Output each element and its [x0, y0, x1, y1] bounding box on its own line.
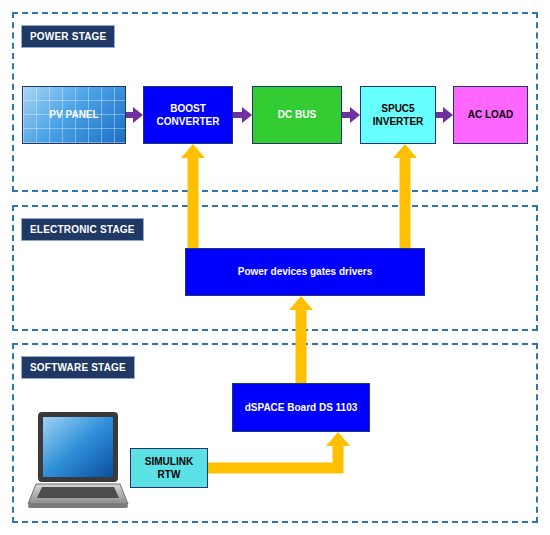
arrow-head — [393, 144, 417, 158]
process-box: SPUC5 INVERTER — [360, 86, 436, 144]
box-label: DC BUS — [274, 106, 320, 124]
flow-arrow — [181, 144, 205, 248]
flow-arrow — [393, 144, 417, 248]
software-box: SIMULINK RTW — [130, 448, 208, 488]
box-label: Power devices gates drivers — [234, 263, 377, 281]
arrow-head — [133, 107, 143, 123]
stage-heading: ELECTRONIC STAGE — [21, 218, 144, 241]
flow-arrow — [342, 107, 360, 123]
box-label: dSPACE Board DS 1103 — [241, 399, 362, 417]
arrow-shaft — [296, 309, 307, 383]
box-label: PV PANEL — [45, 106, 102, 124]
stage-heading: SOFTWARE STAGE — [21, 356, 135, 379]
box-label: SIMULINK RTW — [131, 453, 207, 484]
process-box: AC LOAD — [453, 86, 528, 144]
process-box: DC BUS — [252, 86, 342, 144]
arrow-shaft — [342, 112, 351, 118]
arrow-shaft — [233, 112, 243, 118]
process-box: Power devices gates drivers — [185, 248, 425, 296]
box-label: BOOST CONVERTER — [144, 100, 232, 131]
arrow-shaft — [208, 445, 338, 468]
arrow-head — [326, 432, 350, 446]
flow-arrow — [289, 296, 313, 383]
flow-arrow — [436, 107, 453, 123]
arrow-head — [443, 107, 453, 123]
arrow-head — [350, 107, 360, 123]
pv-panel: PV PANEL — [22, 86, 126, 144]
arrow-head — [181, 144, 205, 158]
stage-heading: POWER STAGE — [21, 25, 115, 48]
flow-arrow — [233, 107, 252, 123]
process-box: dSPACE Board DS 1103 — [232, 383, 370, 432]
arrow-shaft — [126, 112, 134, 118]
stage-band: POWER STAGE PV PANEL BOOST CONVERTER DC BUS… — [12, 12, 538, 192]
arrow-shaft — [400, 157, 411, 248]
process-box: BOOST CONVERTER — [143, 86, 233, 144]
arrow-shaft — [436, 112, 444, 118]
flow-arrow — [208, 432, 350, 468]
box-label: AC LOAD — [464, 106, 518, 124]
arrow-head — [289, 296, 313, 310]
arrow-head — [242, 107, 252, 123]
flow-arrow — [126, 107, 143, 123]
stage-band: SOFTWARE STAGE dSPACE Board DS 1103SIMULI… — [12, 343, 538, 523]
stage-band: ELECTRONIC STAGE Power devices gates driv… — [12, 205, 538, 331]
box-label: SPUC5 INVERTER — [361, 100, 435, 131]
laptop-illustration — [26, 408, 130, 522]
arrow-shaft — [188, 157, 199, 248]
